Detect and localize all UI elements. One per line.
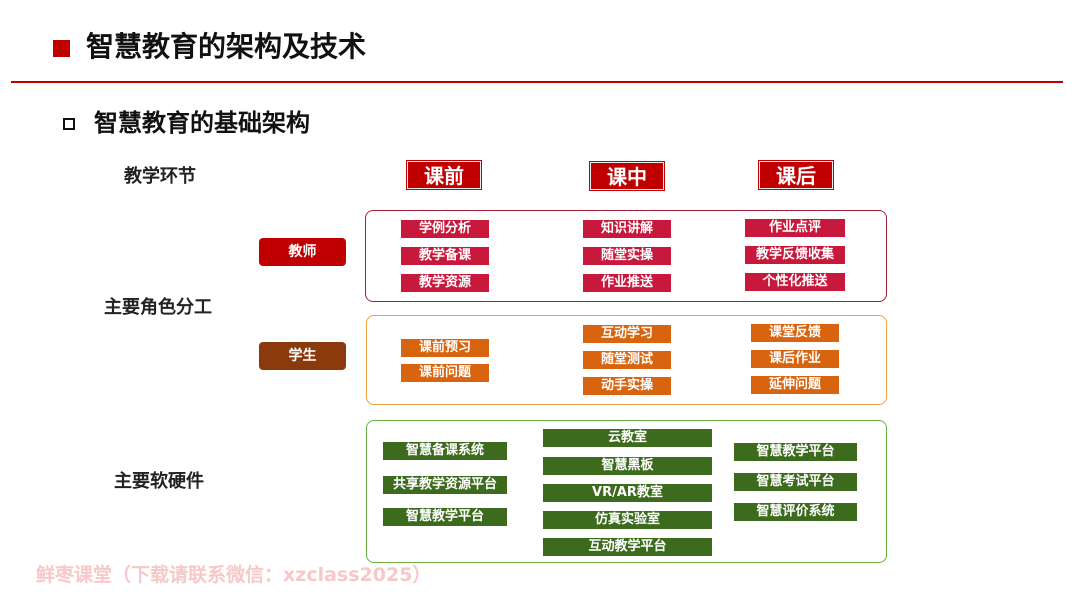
hardware-right-item: 智慧评价系统 [734, 503, 857, 521]
hardware-left-item: 共享教学资源平台 [383, 476, 507, 494]
student-before-item: 课前预习 [401, 339, 489, 357]
phase-before-class: 课前 [407, 161, 481, 189]
subtitle-bullet-icon [63, 118, 75, 130]
student-during-item: 随堂测试 [583, 351, 671, 369]
student-before-item: 课前问题 [401, 364, 489, 382]
hardware-right-item: 智慧考试平台 [734, 473, 857, 491]
hardware-middle-item: VR/AR教室 [543, 484, 712, 502]
hardware-middle-item: 智慧黑板 [543, 457, 712, 475]
role-student: 学生 [259, 342, 346, 370]
phase-after-class: 课后 [759, 161, 833, 189]
student-during-item: 互动学习 [583, 325, 671, 343]
hardware-right-item: 智慧教学平台 [734, 443, 857, 461]
teacher-during-item: 随堂实操 [583, 247, 671, 265]
hardware-middle-item: 云教室 [543, 429, 712, 447]
row-label-hardware: 主要软硬件 [114, 471, 204, 492]
phase-during-class: 课中 [590, 162, 664, 190]
teacher-after-item: 教学反馈收集 [745, 246, 845, 264]
hardware-left-item: 智慧备课系统 [383, 442, 507, 460]
title-marker-square [53, 40, 70, 57]
section-subtitle: 智慧教育的基础架构 [94, 109, 310, 137]
hardware-left-item: 智慧教学平台 [383, 508, 507, 526]
title-divider [11, 81, 1063, 83]
role-teacher: 教师 [259, 238, 346, 266]
teacher-before-item: 学例分析 [401, 220, 489, 238]
watermark-text: 鲜枣课堂（下载请联系微信：xzclass2025） [36, 564, 432, 586]
teacher-after-item: 作业点评 [745, 219, 845, 237]
teacher-after-item: 个性化推送 [745, 273, 845, 291]
row-label-roles: 主要角色分工 [104, 297, 212, 318]
student-during-item: 动手实操 [583, 377, 671, 395]
teacher-during-item: 知识讲解 [583, 220, 671, 238]
row-label-teaching-stage: 教学环节 [124, 166, 196, 187]
student-after-item: 延伸问题 [751, 376, 839, 394]
teacher-before-item: 教学备课 [401, 247, 489, 265]
hardware-middle-item: 仿真实验室 [543, 511, 712, 529]
page-title: 智慧教育的架构及技术 [86, 30, 367, 63]
teacher-before-item: 教学资源 [401, 274, 489, 292]
student-after-item: 课堂反馈 [751, 324, 839, 342]
hardware-middle-item: 互动教学平台 [543, 538, 712, 556]
student-after-item: 课后作业 [751, 350, 839, 368]
teacher-during-item: 作业推送 [583, 274, 671, 292]
